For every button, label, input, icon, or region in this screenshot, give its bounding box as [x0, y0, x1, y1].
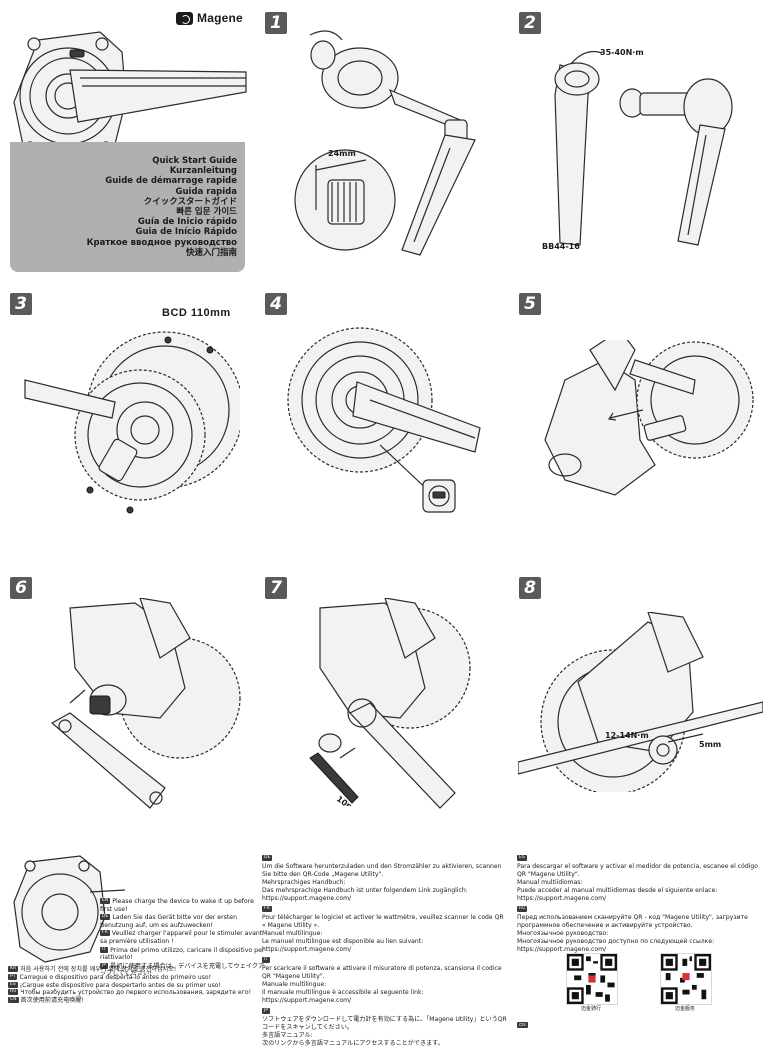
step-2-badge: 2 — [519, 12, 541, 34]
step-2-illustration — [554, 50, 733, 246]
qr-code-riding[interactable] — [566, 953, 618, 1005]
guide-title: クイックスタートガイド — [143, 196, 237, 207]
step-5-badge: 5 — [519, 293, 541, 315]
svg-text:10mm: 10mm — [335, 794, 363, 806]
svg-text:BB44-16: BB44-16 — [542, 242, 580, 251]
guide-title-list: Quick Start Guide Kurzanleitung Guide de… — [87, 156, 237, 258]
charge-note: ES¡Cargue este dispositivo para desperta… — [8, 981, 221, 989]
step-7-tool-label: 10mm — [335, 794, 363, 806]
step-1-badge: 1 — [265, 12, 287, 34]
trailing-lang-tag: CN — [517, 1021, 528, 1028]
guide-title: Guide de démarrage rapide — [105, 176, 237, 187]
svg-text:35-40N·m: 35-40N·m — [600, 48, 644, 57]
bcd-label: BCD 110mm — [162, 307, 231, 319]
guide-title: Краткое вводное руководство — [86, 237, 237, 248]
step-8-illustration — [518, 612, 763, 792]
mid-text-column: DE Um die Software herunterzuladen und d… — [262, 855, 507, 1051]
step-1-dimension: 24mm — [328, 149, 356, 158]
lang-block: DE Um die Software herunterzuladen und d… — [262, 855, 502, 902]
step-2-torque: 35-40N·m — [600, 48, 644, 57]
qr-label: 迈金骑行 — [580, 1006, 601, 1012]
charge-device-illustration — [13, 855, 126, 963]
step-7-illustration — [309, 598, 471, 809]
magene-logo-icon — [176, 11, 193, 25]
svg-text:12-14N·m: 12-14N·m — [605, 731, 649, 740]
step-8-tool-label: 5mm — [699, 740, 721, 749]
right-text-column: ES Para descargar el software y activar … — [517, 855, 762, 957]
brand-logo: Magene — [176, 11, 243, 25]
step-6-illustration — [50, 598, 241, 809]
lang-block: JP ソフトウェアをダウンロードして電力計を有効にする為に、「Magene Ut… — [262, 1008, 507, 1047]
lang-block: RU Перед использованием сканируйте QR - … — [517, 906, 748, 953]
step-7-badge: 7 — [265, 577, 287, 599]
svg-text:5mm: 5mm — [699, 740, 721, 749]
guide-title: Guida rapida — [175, 186, 237, 197]
step-6-badge: 6 — [10, 577, 32, 599]
guide-title: 빠른 입문 가이드 — [176, 207, 237, 218]
guide-title: Guía de Inicio rápido — [137, 217, 237, 228]
step-3-illustration — [24, 331, 240, 514]
step-4-illustration — [287, 327, 481, 513]
lang-block: IT Per scaricare il software e attivare … — [262, 957, 502, 1004]
step-1-illustration — [294, 30, 476, 256]
guide-title: Guia de Início Rápido — [135, 227, 237, 238]
lang-block: FR Pour télécharger le logiciel et activ… — [262, 906, 504, 953]
guide-title: 快速入门指南 — [185, 247, 237, 258]
step-8-torque: 12-14N·m — [605, 731, 649, 740]
step-8-badge: 8 — [519, 577, 541, 599]
lang-block: ES Para descargar el software y activar … — [517, 855, 758, 902]
step-4-badge: 4 — [265, 293, 287, 315]
qr-code-service[interactable] — [660, 953, 712, 1005]
svg-text:24mm: 24mm — [328, 149, 356, 158]
step-5-illustration — [544, 340, 754, 496]
brand-name: Magene — [197, 11, 243, 25]
guide-title: Quick Start Guide — [152, 156, 237, 166]
guide-title-box: Quick Start Guide Kurzanleitung Guide de… — [10, 142, 245, 272]
step-3-badge: 3 — [10, 293, 32, 315]
guide-title: Kurzanleitung — [169, 166, 237, 177]
step-2-tool-label: BB44-16 — [542, 242, 580, 251]
qr-label: 迈金服务 — [674, 1006, 695, 1012]
